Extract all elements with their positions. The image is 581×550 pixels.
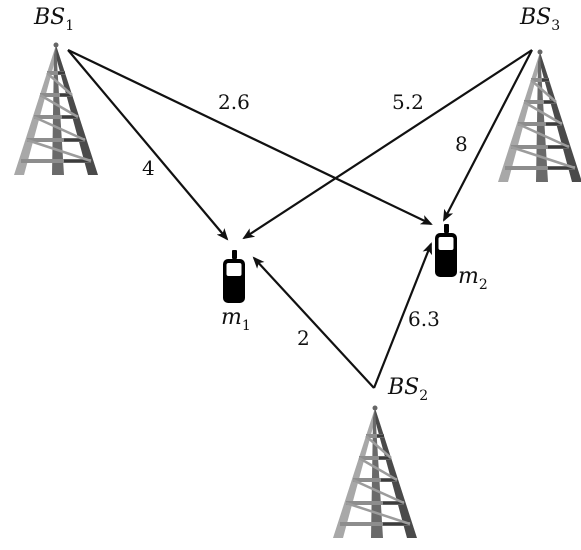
- tower-bs2-icon: [331, 403, 419, 540]
- weight-bs3-m2: 8: [455, 132, 468, 156]
- weight-bs2-m1: 2: [297, 326, 310, 350]
- label-m1-base: m: [221, 305, 242, 330]
- label-m2: m2: [458, 264, 488, 293]
- label-bs3-base: BS: [519, 5, 551, 30]
- weight-bs3-m1: 5.2: [392, 90, 424, 114]
- edge-bs3-m2: [443, 49, 533, 222]
- tower-bs1-icon: [12, 40, 100, 177]
- label-bs1: BS1: [33, 5, 74, 34]
- weight-bs1-m1: 4: [142, 156, 155, 180]
- label-bs3-sub: 3: [551, 18, 560, 34]
- label-bs2: BS2: [387, 375, 428, 404]
- label-m2-sub: 2: [479, 277, 488, 293]
- label-m2-base: m: [458, 264, 479, 289]
- edge-bs3-m1: [242, 49, 533, 240]
- label-bs2-sub: 2: [419, 388, 428, 404]
- edge-bs2-m2: [372, 242, 433, 389]
- edge-bs1-m2: [67, 49, 433, 225]
- label-bs2-base: BS: [387, 375, 419, 400]
- label-m1-sub: 1: [242, 318, 251, 334]
- mobile-m2-icon: [435, 224, 457, 277]
- label-m1: m1: [221, 305, 251, 334]
- label-bs1-sub: 1: [65, 18, 74, 34]
- mobile-m1-icon: [223, 250, 245, 303]
- label-bs1-base: BS: [33, 5, 65, 30]
- label-bs3: BS3: [519, 5, 560, 34]
- weight-bs2-m2: 6.3: [408, 307, 440, 331]
- weight-bs1-m2: 2.6: [218, 90, 250, 114]
- edge-bs1-m1: [67, 49, 229, 241]
- tower-bs3-icon: [496, 47, 581, 184]
- edge-bs2-m1: [252, 256, 375, 389]
